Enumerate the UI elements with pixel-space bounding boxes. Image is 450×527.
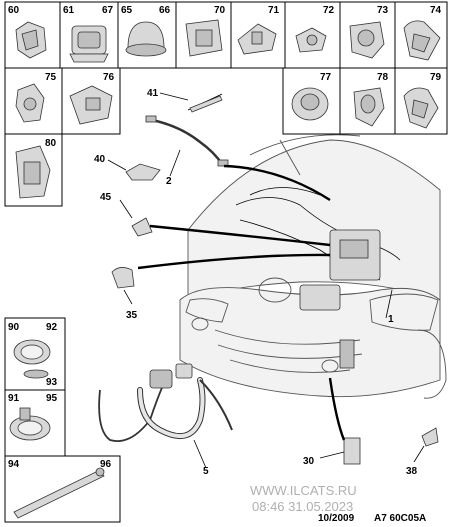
label-78: 78 xyxy=(377,72,389,83)
callout-30: 30 xyxy=(303,456,315,467)
grommet-65-66-icon xyxy=(125,21,167,57)
clip-76-icon xyxy=(69,85,113,125)
cable-tie-91-icon xyxy=(9,407,51,441)
callout-5: 5 xyxy=(203,466,209,477)
clip-74-icon xyxy=(403,20,441,61)
grid-row2-right: 77 78 79 xyxy=(282,67,448,135)
label-94: 94 xyxy=(8,459,20,470)
label-79: 79 xyxy=(430,72,442,83)
clip-79-icon xyxy=(403,87,439,129)
label-66: 66 xyxy=(159,5,171,16)
clip-35-icon xyxy=(111,267,135,289)
watermark-site: WWW.ILCATS.RU xyxy=(250,483,357,498)
grid-row2-left: 75 76 xyxy=(4,67,121,135)
pointer-45 xyxy=(149,224,331,247)
clip-73-icon xyxy=(349,21,385,59)
callout-40: 40 xyxy=(94,154,106,165)
label-60: 60 xyxy=(8,5,20,16)
label-91: 91 xyxy=(8,393,20,404)
connector-70-icon xyxy=(185,19,223,57)
label-71: 71 xyxy=(268,5,280,16)
clip-80-icon xyxy=(15,145,51,199)
pointer-30 xyxy=(328,377,346,441)
label-92: 92 xyxy=(46,322,58,333)
label-76: 76 xyxy=(103,72,115,83)
diagram-code: A7 60C05A xyxy=(374,513,426,524)
clip-78-icon xyxy=(353,87,385,127)
grid-row3-left: 80 xyxy=(4,133,63,207)
label-90: 90 xyxy=(8,322,20,333)
car-front-illustration xyxy=(179,134,447,399)
label-72: 72 xyxy=(323,5,335,16)
clip-60-icon xyxy=(15,21,47,59)
label-74: 74 xyxy=(430,5,442,16)
harness-drop-icon xyxy=(339,339,355,369)
label-77: 77 xyxy=(320,72,332,83)
clip-71-icon xyxy=(237,23,277,55)
grid-left-bottom: 90 92 93 91 95 94 96 xyxy=(4,317,121,523)
clip-72-icon xyxy=(295,27,327,53)
label-96: 96 xyxy=(100,459,112,470)
bracket-45-icon xyxy=(131,217,153,237)
callout-35: 35 xyxy=(126,310,138,321)
label-75: 75 xyxy=(45,72,57,83)
bracket-40-icon xyxy=(125,163,161,181)
label-93: 93 xyxy=(46,377,58,388)
harness-5-icon xyxy=(98,363,233,442)
callout-45: 45 xyxy=(100,192,112,203)
callout-41: 41 xyxy=(147,88,159,99)
label-80: 80 xyxy=(45,138,57,149)
label-67: 67 xyxy=(102,5,114,16)
pointer-2 xyxy=(223,164,331,202)
label-61: 61 xyxy=(63,5,75,16)
clip-75-icon xyxy=(15,83,45,123)
label-95: 95 xyxy=(46,393,58,404)
cable-tie-94-icon xyxy=(13,467,105,519)
callout-1: 1 xyxy=(388,314,394,325)
clip-61-67-icon xyxy=(69,25,109,63)
callout-38: 38 xyxy=(406,466,418,477)
clip-38-icon xyxy=(421,427,439,447)
watermark-timestamp: 08:46 31.05.2023 xyxy=(252,499,353,514)
callout-2: 2 xyxy=(166,176,172,187)
label-73: 73 xyxy=(377,5,389,16)
clip-77-icon xyxy=(291,87,329,121)
wire-41-icon xyxy=(187,93,223,113)
label-70: 70 xyxy=(214,5,226,16)
label-65: 65 xyxy=(121,5,133,16)
cable-tie-90-icon xyxy=(13,339,51,379)
cable-2-icon xyxy=(145,115,229,167)
block-30-icon xyxy=(343,437,361,465)
grid-top-row: 60 61 67 65 66 70 71 72 73 74 xyxy=(4,1,448,69)
diagram-date: 10/2009 xyxy=(318,513,355,524)
pointer-35 xyxy=(137,253,331,270)
